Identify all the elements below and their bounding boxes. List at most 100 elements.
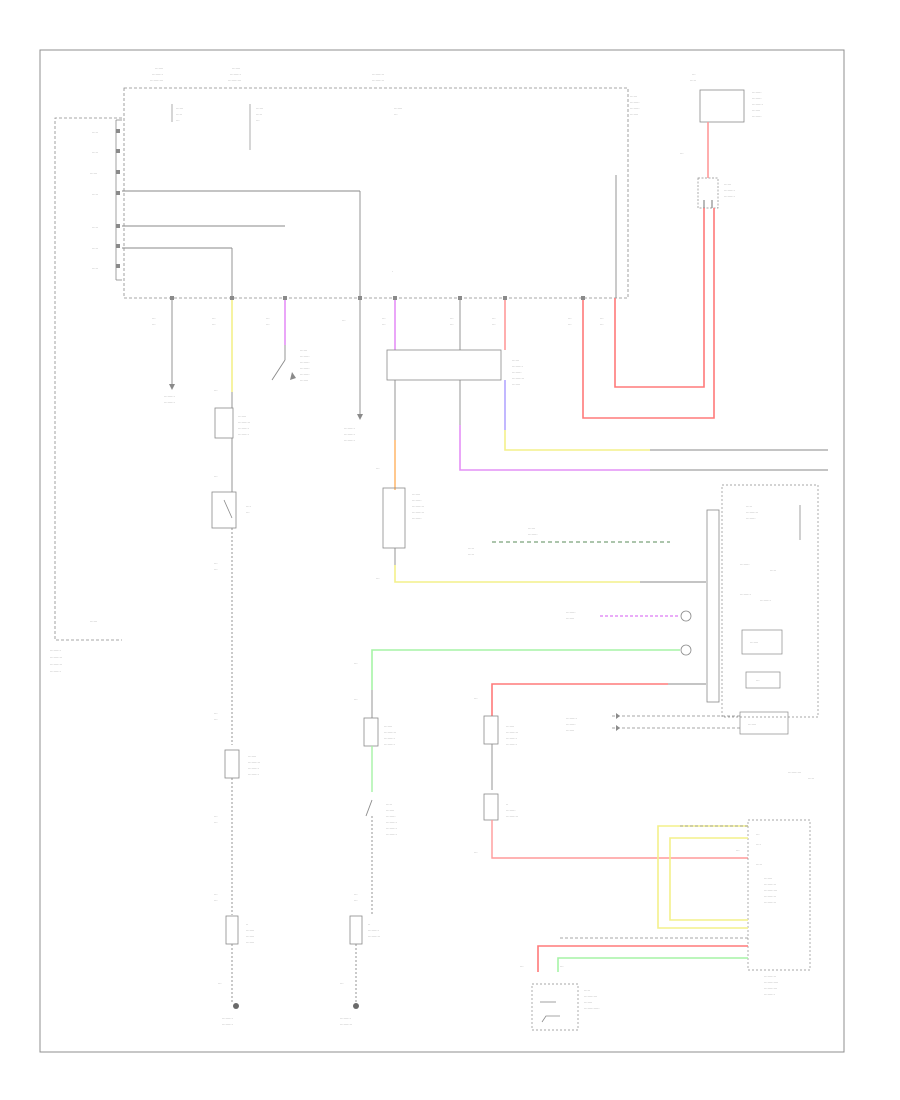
svg-text:··········: ·········· [372,73,384,77]
upper-right-sensor: ··· ····· ········ ········ ········· ··… [680,73,763,209]
svg-text:·········: ········· [230,73,241,77]
svg-text:···: ··· [354,698,358,702]
svg-text:···: ··· [214,815,218,819]
svg-text:······: ······ [630,95,637,99]
svg-text:·········: ········· [238,427,249,431]
svg-text:········: ········ [300,373,310,377]
svg-text:···: ··· [214,389,218,393]
svg-text:·········: ········· [344,439,355,443]
svg-text:·····: ····· [468,547,474,551]
svg-text:···········: ··········· [764,889,777,893]
svg-text:······: ······ [300,349,307,353]
svg-text:·····: ····· [808,777,814,781]
svg-text:·········: ········· [566,717,577,721]
svg-text:·············: ············· [584,1007,600,1011]
wire-yellow-to-right-b [504,430,650,451]
svg-text:········: ········ [300,361,310,365]
svg-text:··········: ·········· [340,1023,352,1027]
svg-text:·········: ········· [764,993,775,997]
svg-text:·······: ······· [386,809,394,813]
svg-text:·········: ········· [752,103,763,107]
combination-panel: ····· ·········· ········ ········ ·····… [706,484,819,718]
svg-text:········: ········ [412,499,422,503]
svg-text:···: ··· [214,821,218,825]
svg-text:···: ··· [214,893,218,897]
svg-text:···: ··· [342,319,346,323]
svg-text:·····: ····· [386,803,392,807]
svg-text:········: ········ [300,367,310,371]
svg-text:··········: ·········· [764,901,776,905]
svg-text:··········: ·········· [50,663,62,667]
svg-text:···········: ··········· [150,79,163,83]
svg-text:···: ··· [214,562,218,566]
svg-text:···: ··· [492,323,496,327]
svg-text:·········: ········· [340,1017,351,1021]
svg-text:···: ··· [474,851,478,855]
svg-text:·····: ····· [92,151,98,155]
svg-text:···: ··· [214,475,218,479]
svg-text:·······: ······· [584,1001,592,1005]
wire-green-lower [557,957,748,972]
svg-text:······: ······ [90,620,97,624]
svg-text:···: ··· [560,965,564,969]
svg-text:···: ··· [376,467,380,471]
left-connector-block: ····· ····· ······ ····· ····· ····· ···… [50,117,122,674]
svg-text:·······: ······· [752,109,760,113]
svg-text:·····: ····· [756,863,762,867]
red-wire-upper-right-c [582,208,715,419]
switch-a: ···· ··· [211,491,251,529]
svg-text:······: ······ [176,107,183,111]
svg-text:·······: ······· [232,67,240,71]
svg-text:·········: ········· [344,433,355,437]
svg-text:···: ··· [692,73,696,77]
svg-text:·········: ········· [384,743,395,747]
svg-text:··········: ·········· [764,895,776,899]
svg-text:·········: ········· [724,195,735,199]
ground-left [233,1003,239,1009]
svg-text:···: ··· [246,511,250,515]
relay-c: ·· ······· ······· ······· [225,915,254,945]
svg-text:·····: ····· [92,267,98,271]
svg-text:···········: ··········· [788,771,801,775]
svg-text:···: ··· [568,317,572,321]
svg-text:·····: ····· [92,247,98,251]
relay-d: ······· ·········· ········· ········· [363,717,396,747]
svg-text:·········: ········· [386,827,397,831]
svg-text:········: ········ [740,563,750,567]
svg-text:···: ··· [214,899,218,903]
svg-text:···: ··· [256,119,260,123]
svg-text:·········: ········· [386,833,397,837]
motor-unit: ······· ········ ·········· ·········· ·… [382,487,424,549]
wire-yellow-loop-outer [657,825,748,929]
svg-text:··········: ·········· [50,656,62,660]
svg-text:····: ···· [756,843,761,847]
wire-pink-to-ecu [491,820,748,859]
red-wire-upper-right-b [614,208,705,388]
svg-text:·····: ····· [770,569,776,573]
svg-text:···: ··· [492,317,496,321]
svg-text:·······: ······· [630,113,638,117]
svg-text:···: ··· [568,323,572,327]
svg-text:···: ··· [394,113,398,117]
svg-text:···: ··· [756,679,760,683]
svg-text:···: ··· [152,317,156,321]
svg-text:···: ··· [600,317,604,321]
module-bottom-pin-labels: ··· ··· ··· ··· ··· ··· ··· ··· ··· ··· … [152,317,604,327]
svg-text:·······: ······· [748,723,756,727]
svg-text:···: ··· [680,152,684,156]
svg-text:········: ········ [528,533,538,537]
top-control-module: ······· ········· ··········· ······· ··… [122,67,640,299]
module-bottom-pins [170,296,585,300]
svg-text:·········: ········· [164,401,175,405]
svg-text:·········: ········· [506,737,517,741]
svg-text:········: ········ [506,809,516,813]
svg-text:·····: ····· [92,193,98,197]
svg-text:·····: ····· [468,553,474,557]
svg-text:·····: ····· [746,505,752,509]
svg-text:······: ······ [256,107,263,111]
svg-text:··········: ·········· [506,731,518,735]
svg-text:·······: ······· [412,493,420,497]
svg-text:·········: ········· [506,743,517,747]
svg-text:···: ··· [152,323,156,327]
relay-b: ······· ·········· ········· ········· [224,749,260,779]
